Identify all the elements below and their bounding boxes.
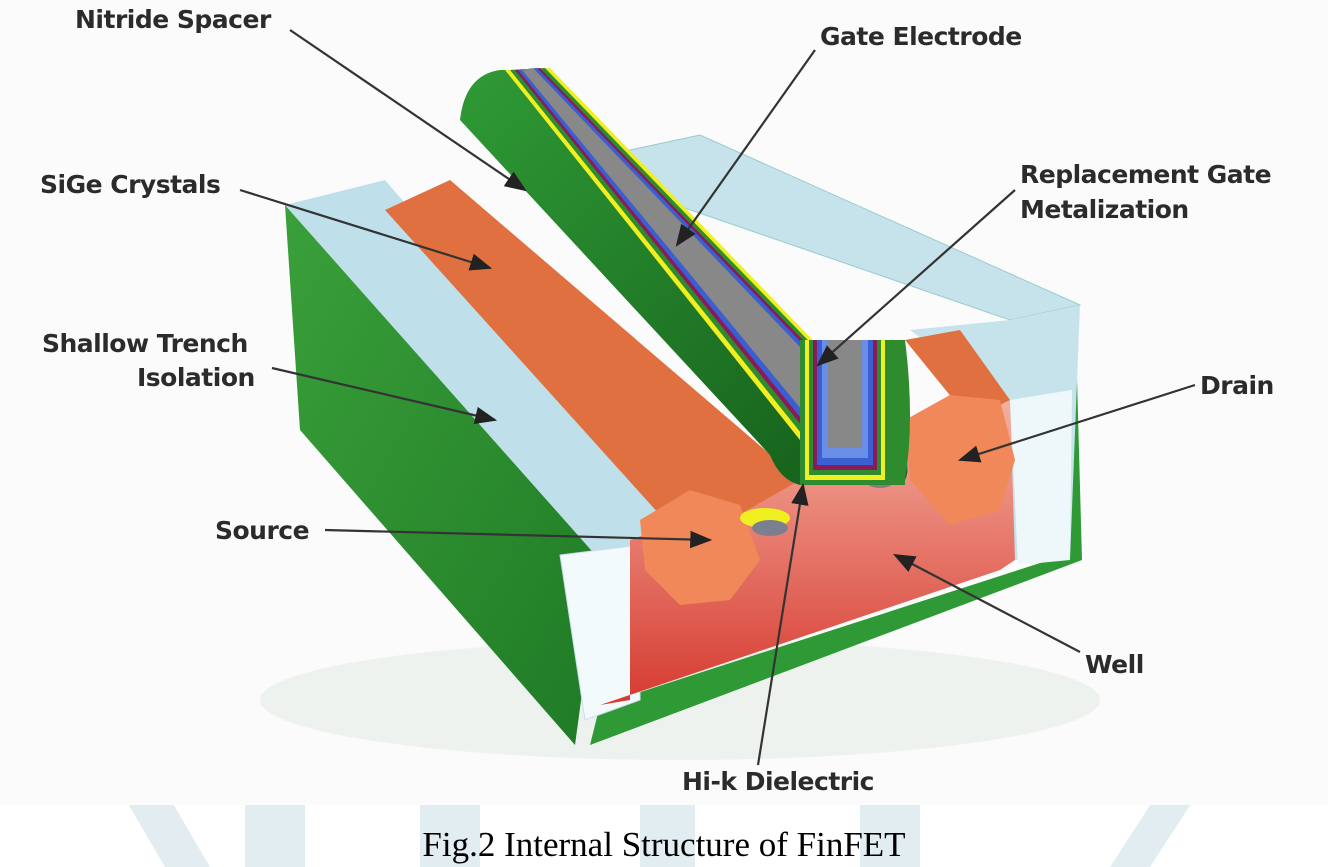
label-nitride-spacer: Nitride Spacer: [75, 5, 272, 34]
label-drain: Drain: [1200, 371, 1274, 400]
leader-lines: [239, 29, 1196, 766]
sti-right-front: [1010, 390, 1072, 565]
label-source: Source: [215, 516, 309, 545]
sige-drain-strip: [905, 330, 1010, 420]
label-sti-2: Isolation: [137, 363, 255, 392]
label-sige-crystals: SiGe Crystals: [40, 170, 220, 199]
substrate-right-face: [590, 305, 1082, 745]
figure-caption: Fig.2 Internal Structure of FinFET: [422, 825, 905, 864]
gate-stack: [460, 68, 910, 485]
label-sti-1: Shallow Trench: [42, 329, 248, 358]
label-replacement-gate-1: Replacement Gate: [1020, 160, 1271, 189]
label-well: Well: [1085, 650, 1144, 679]
label-replacement-gate-2: Metalization: [1020, 195, 1189, 224]
label-hik-dielectric: Hi-k Dielectric: [682, 767, 874, 796]
label-gate-electrode: Gate Electrode: [820, 22, 1022, 51]
watermark: [120, 790, 1200, 867]
sti-left-front: [559, 544, 641, 721]
sti-left: [285, 180, 700, 560]
substrate-left-face: [285, 205, 600, 745]
